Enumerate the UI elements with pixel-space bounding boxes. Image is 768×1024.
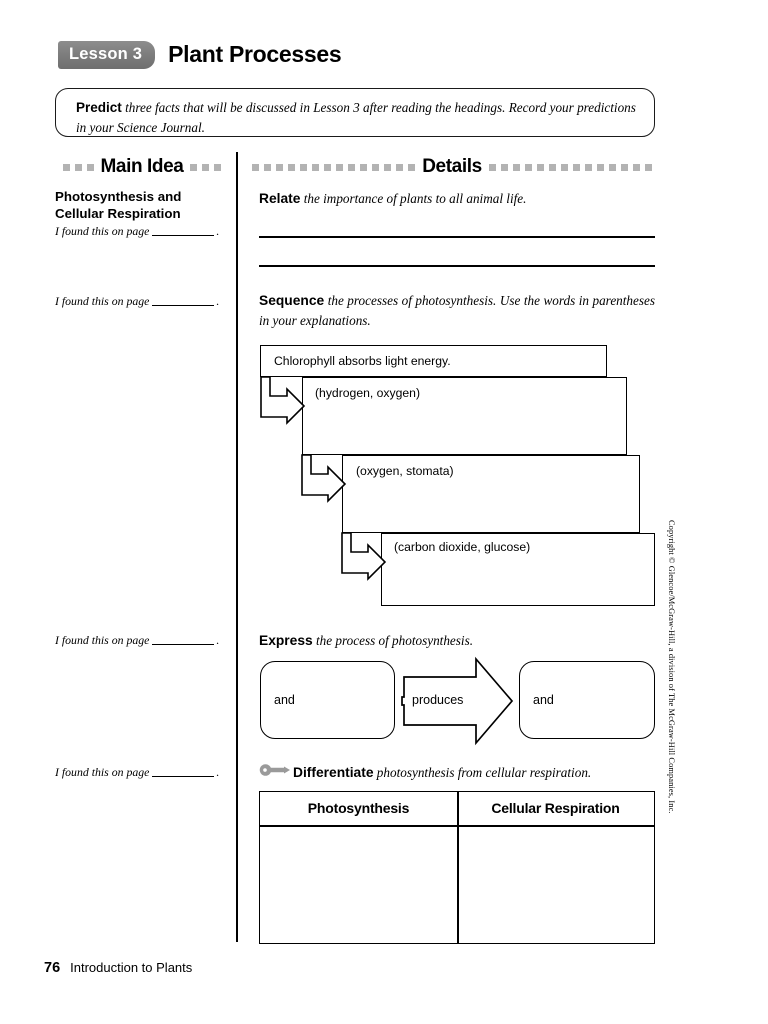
found-on-page-3: I found this on page. <box>55 633 219 648</box>
page-header: Lesson 3 Plant Processes <box>58 41 342 69</box>
page-blank-input[interactable] <box>152 644 215 645</box>
found-on-page-1: I found this on page. <box>55 224 219 239</box>
found-suffix: . <box>216 633 220 647</box>
differentiate-keyword: Differentiate <box>293 765 374 780</box>
comparison-table: Photosynthesis Cellular Respiration <box>259 791 655 944</box>
table-header-photosynthesis: Photosynthesis <box>307 800 410 816</box>
express-keyword: Express <box>259 633 313 648</box>
relate-body: the importance of plants to all animal l… <box>300 191 527 206</box>
footer-chapter-title: Introduction to Plants <box>70 960 193 975</box>
sequence-step-label-3: (oxygen, stomata) <box>356 464 454 478</box>
relate-answer-line-1[interactable] <box>259 236 655 238</box>
relate-keyword: Relate <box>259 191 301 206</box>
express-prompt: Express the process of photosynthesis. <box>259 631 659 651</box>
sequence-step-box-4[interactable] <box>381 533 655 606</box>
found-on-page-4: I found this on page. <box>55 765 219 780</box>
found-suffix: . <box>216 765 220 779</box>
sequence-keyword: Sequence <box>259 293 325 308</box>
sequence-elbow-arrow-1 <box>260 376 306 425</box>
details-header: Details <box>248 156 656 178</box>
decor-squares-left <box>252 163 416 171</box>
decor-squares-right <box>488 163 652 171</box>
main-idea-header: Main Idea <box>56 156 228 178</box>
predict-body: three facts that will be discussed in Le… <box>76 100 636 136</box>
sequence-step-label-1: Chlorophyll absorbs light energy. <box>274 354 451 368</box>
copyright-notice: Copyright © Glencoe/McGraw-Hill, a divis… <box>667 520 676 814</box>
relate-answer-line-2[interactable] <box>259 265 655 267</box>
sequence-prompt: Sequence the processes of photosynthesis… <box>259 291 655 330</box>
page-blank-input[interactable] <box>152 776 215 777</box>
page-title: Plant Processes <box>168 41 342 68</box>
sequence-elbow-arrow-2 <box>301 454 347 503</box>
found-label: I found this on page <box>55 633 150 647</box>
lesson-badge: Lesson 3 <box>58 41 156 69</box>
sequence-step-label-4: (carbon dioxide, glucose) <box>394 540 531 554</box>
sequence-step-box-1[interactable] <box>260 345 607 377</box>
relate-prompt: Relate the importance of plants to all a… <box>259 189 659 209</box>
details-heading-label: Details <box>422 156 482 177</box>
column-divider <box>236 152 239 942</box>
found-label: I found this on page <box>55 294 150 308</box>
predict-instruction: Predict three facts that will be discuss… <box>76 98 641 138</box>
found-label: I found this on page <box>55 224 150 238</box>
page-blank-input[interactable] <box>152 235 215 236</box>
decor-squares-right <box>190 163 222 171</box>
sequence-step-box-3[interactable] <box>342 455 640 533</box>
found-label: I found this on page <box>55 765 150 779</box>
footer-page-number: 76 <box>44 960 61 976</box>
key-icon <box>259 764 290 776</box>
express-arrow-label: produces <box>412 693 464 707</box>
express-block-arrow <box>401 656 514 746</box>
express-right-box[interactable] <box>519 661 655 739</box>
differentiate-body: photosynthesis from cellular respiration… <box>373 765 592 780</box>
predict-keyword: Predict <box>76 100 122 115</box>
sequence-step-label-2: (hydrogen, oxygen) <box>315 386 421 400</box>
express-right-label: and <box>533 693 554 707</box>
predict-box: Predict three facts that will be discuss… <box>55 88 655 137</box>
found-on-page-2: I found this on page. <box>55 294 219 309</box>
differentiate-prompt: Differentiate photosynthesis from cellul… <box>293 763 658 783</box>
table-column-divider <box>457 792 459 943</box>
main-idea-heading-label: Main Idea <box>100 156 184 177</box>
express-left-box[interactable] <box>260 661 395 739</box>
table-header-cellular-respiration: Cellular Respiration <box>491 800 620 816</box>
page-blank-input[interactable] <box>152 305 215 306</box>
main-idea-topic: Photosynthesis and Cellular Respiration <box>55 189 182 222</box>
page-footer: 76 Introduction to Plants <box>44 960 192 976</box>
sequence-body: the processes of photosynthesis. Use the… <box>259 293 655 328</box>
express-body: the process of photosynthesis. <box>312 633 474 648</box>
sequence-elbow-arrow-3 <box>341 532 387 581</box>
express-left-label: and <box>274 693 295 707</box>
decor-squares-left <box>62 163 94 171</box>
sequence-step-box-2[interactable] <box>302 377 627 455</box>
found-suffix: . <box>216 294 220 308</box>
found-suffix: . <box>216 224 220 238</box>
